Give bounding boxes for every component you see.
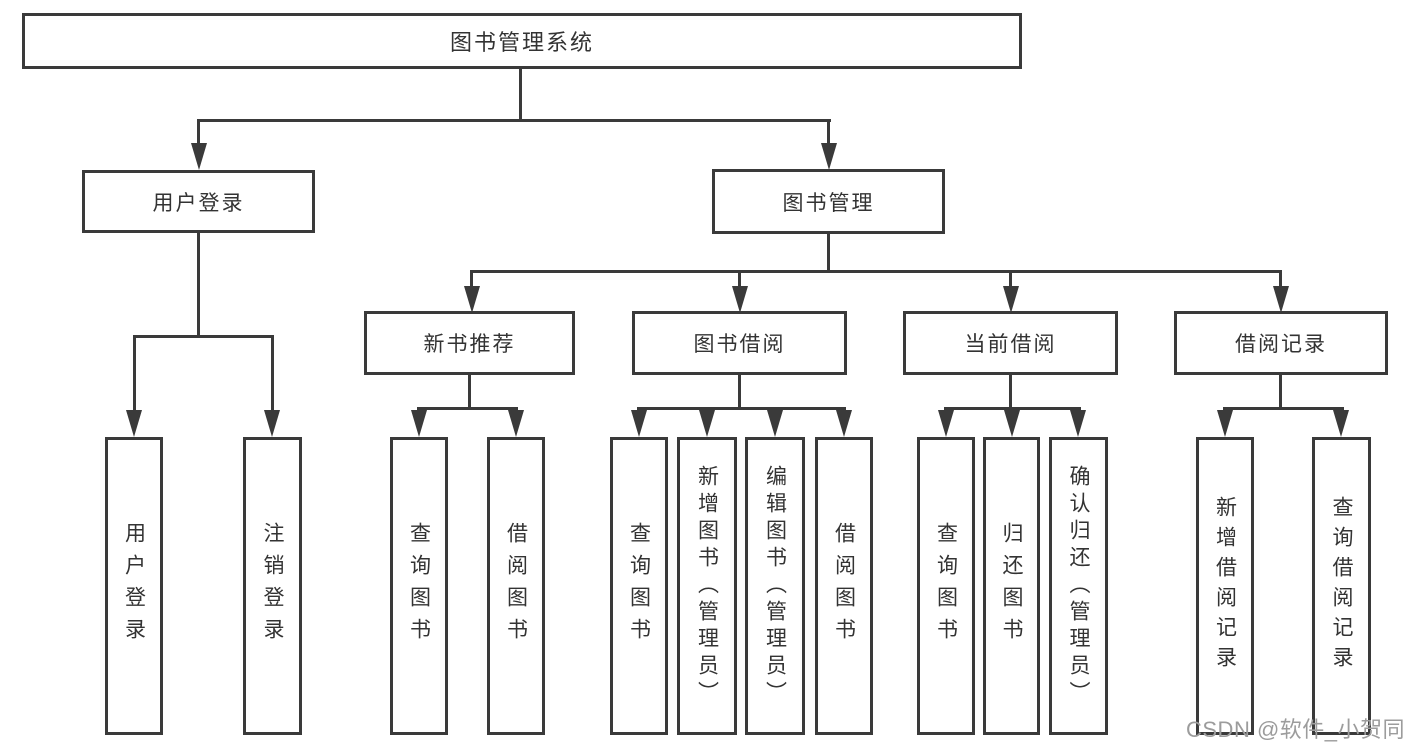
connector-drop-ul-logout	[271, 338, 274, 412]
node-bb-add-label: 新增图书（管理员）	[695, 464, 719, 708]
arrowhead-nbr-borrow	[508, 410, 524, 437]
node-bb-borrow: 借阅图书	[815, 437, 873, 735]
node-bb-edit: 编辑图书（管理员）	[745, 437, 805, 735]
node-new-book-rec: 新书推荐	[364, 311, 575, 375]
connector-root-branch	[197, 119, 831, 122]
node-ul-login: 用户登录	[105, 437, 163, 735]
connector-book-borrow-branch	[637, 407, 846, 410]
node-borrow-records: 借阅记录	[1174, 311, 1388, 375]
connector-book-mgmt-branch	[470, 270, 1282, 273]
connector-drop-borrow-records	[1279, 273, 1282, 288]
node-ul-logout-label: 注销登录	[261, 522, 284, 650]
node-nbr-query-label: 查询图书	[407, 522, 431, 650]
node-nbr-query: 查询图书	[390, 437, 448, 735]
arrowhead-bb-query	[631, 410, 647, 437]
node-br-add: 新增借阅记录	[1196, 437, 1254, 735]
connector-root-stem	[519, 69, 522, 122]
node-br-query: 查询借阅记录	[1312, 437, 1371, 735]
arrowhead-bb-borrow	[836, 410, 852, 437]
node-cb-query-label: 查询图书	[934, 522, 958, 650]
node-nbr-borrow: 借阅图书	[487, 437, 545, 735]
node-cb-confirm-label: 确认归还（管理员）	[1067, 464, 1090, 708]
node-br-query-label: 查询借阅记录	[1330, 496, 1353, 676]
node-borrow-records-label: 借阅记录	[1235, 333, 1327, 356]
node-user-login-label: 用户登录	[152, 191, 245, 215]
connector-new-book-rec-branch	[417, 407, 518, 410]
node-book-mgmt-label: 图书管理	[782, 191, 875, 215]
connector-current-borrow-branch	[944, 407, 1081, 410]
arrowhead-br-add	[1217, 410, 1233, 437]
node-book-borrow-label: 图书借阅	[693, 333, 786, 356]
node-cb-query: 查询图书	[917, 437, 975, 735]
connector-book-mgmt-stem	[827, 234, 830, 273]
arrowhead-book-borrow	[732, 286, 748, 313]
connector-borrow-records-stem	[1279, 375, 1282, 410]
connector-borrow-records-branch	[1223, 407, 1344, 410]
arrowhead-new-book-rec	[464, 286, 480, 313]
arrowhead-ul-login	[126, 410, 142, 437]
node-user-login: 用户登录	[82, 170, 315, 233]
node-root: 图书管理系统	[22, 13, 1022, 69]
node-bb-query: 查询图书	[610, 437, 668, 735]
node-bb-borrow-label: 借阅图书	[832, 522, 856, 650]
arrowhead-cb-query	[938, 410, 954, 437]
node-cb-return-label: 归还图书	[1000, 522, 1023, 650]
arrowhead-user-login	[191, 143, 207, 170]
connector-user-login-stem	[197, 233, 200, 337]
node-br-add-label: 新增借阅记录	[1213, 496, 1237, 676]
connector-drop-new-book-rec	[470, 273, 473, 288]
node-ul-logout: 注销登录	[243, 437, 302, 735]
node-book-borrow: 图书借阅	[632, 311, 847, 375]
connector-current-borrow-stem	[1009, 375, 1012, 410]
csdn-watermark: CSDN @软件_小贺同学	[1186, 717, 1405, 742]
connector-book-borrow-stem	[738, 375, 741, 410]
node-root-label: 图书管理系统	[449, 30, 594, 55]
node-cb-confirm: 确认归还（管理员）	[1049, 437, 1108, 735]
connector-drop-book-borrow	[738, 273, 741, 288]
node-cb-return: 归还图书	[983, 437, 1040, 735]
node-book-mgmt: 图书管理	[712, 169, 945, 234]
connector-drop-ul-login	[133, 338, 136, 412]
arrowhead-cb-confirm	[1070, 410, 1086, 437]
arrowhead-borrow-records	[1273, 286, 1289, 313]
connector-drop-user-login	[197, 121, 200, 145]
connector-drop-current-borrow	[1009, 273, 1012, 288]
connector-drop-book-mgmt	[827, 121, 830, 145]
connector-user-login-branch	[133, 335, 274, 338]
arrowhead-cb-return	[1004, 410, 1020, 437]
node-ul-login-label: 用户登录	[122, 522, 146, 650]
node-current-borrow-label: 当前借阅	[964, 333, 1057, 356]
arrowhead-bb-add	[699, 410, 715, 437]
node-bb-edit-label: 编辑图书（管理员）	[763, 464, 787, 708]
arrowhead-nbr-query	[411, 410, 427, 437]
arrowhead-current-borrow	[1003, 286, 1019, 313]
node-new-book-rec-label: 新书推荐	[423, 333, 516, 356]
node-bb-add: 新增图书（管理员）	[677, 437, 737, 735]
arrowhead-book-mgmt	[821, 143, 837, 170]
node-current-borrow: 当前借阅	[903, 311, 1118, 375]
node-bb-query-label: 查询图书	[627, 522, 651, 650]
node-nbr-borrow-label: 借阅图书	[504, 522, 528, 650]
arrowhead-ul-logout	[264, 410, 280, 437]
arrowhead-bb-edit	[767, 410, 783, 437]
connector-new-book-rec-stem	[468, 375, 471, 410]
arrowhead-br-query	[1333, 410, 1349, 437]
